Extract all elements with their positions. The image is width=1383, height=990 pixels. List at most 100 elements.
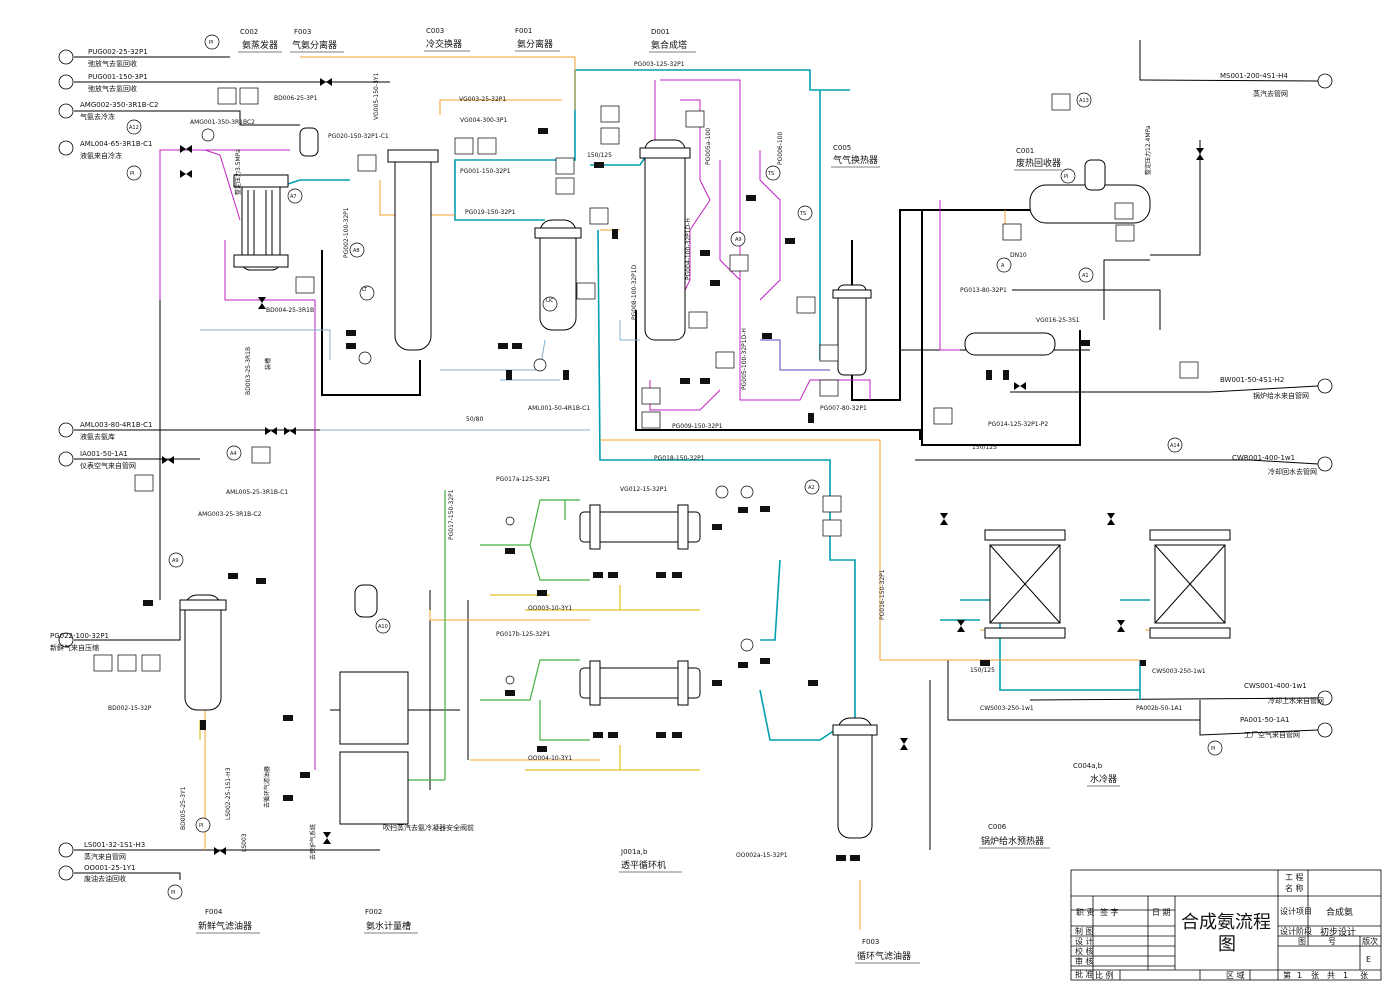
ratio3-label: 150/125 (972, 444, 997, 451)
pg022-desc: 新鲜气来自压缩 (50, 643, 99, 652)
sheet-text-0: 第 (1283, 970, 1291, 980)
sign-header: 签 字 (1100, 907, 1119, 917)
cwr001-desc: 冷却回水去管网 (1268, 467, 1317, 476)
c002-name: 氨蒸发器 (242, 39, 278, 51)
c006-name: 锅炉给水预热器 (981, 835, 1044, 847)
role-3: 审 核 (1075, 956, 1094, 966)
svg-text:TS: TS (767, 171, 774, 177)
note-blow: 吹扫蒸汽去氨冷凝器安全阀前 (383, 823, 474, 832)
design-item-value: 合成氨 (1326, 906, 1353, 918)
pa002b-label: PA002b-50-1A1 (1136, 705, 1182, 712)
pug002-line: PUG002-25-32P1 (88, 48, 148, 56)
svg-text:PI: PI (209, 40, 214, 46)
pg001-label: PG001-150-32P1 (460, 168, 511, 175)
pg013-label: PG013-80-32P1 (960, 287, 1007, 294)
panel-instruments (93, 87, 1199, 672)
amg003-label: AMG003-25-3R1B-C2 (198, 511, 262, 518)
sheet-text-1: 1 (1297, 971, 1302, 980)
note-heat: 去保护气系统 (309, 824, 317, 860)
svg-text:A14: A14 (1170, 443, 1180, 449)
pg019-label: PG019-150-32P1 (465, 209, 516, 216)
design-stage-value: 初步设计 (1320, 926, 1356, 938)
cws001-desc: 冷却上水来自管网 (1268, 696, 1324, 705)
c003-name: 冷交换器 (426, 38, 462, 50)
cwr001-line: CWR001-400-1w1 (1232, 454, 1295, 462)
oo002-label: OO002a-15-32P1 (736, 852, 788, 859)
svg-text:PI: PI (1064, 174, 1069, 180)
c004-name: 水冷器 (1090, 773, 1117, 785)
stream-arrow-icon (58, 49, 74, 65)
pug002-desc: 弛放气去氢回收 (88, 59, 137, 68)
project-label-2: 名 称 (1285, 883, 1304, 893)
svg-text:LT: LT (362, 287, 368, 293)
note-pressure2: 整定压力12.4MPa (1144, 125, 1152, 175)
aml003-line: AML003-80-4R1B-C1 (80, 421, 153, 429)
ls002-label: LS002-25-1S1-H3 (225, 767, 232, 820)
role-4: 批 准 (1075, 969, 1094, 979)
f002-tag: F002 (365, 908, 382, 916)
sheet-text-3: 共 (1327, 971, 1335, 980)
c001-tag: C001 (1016, 147, 1034, 155)
pg022-line: PG022-100-32P1 (50, 632, 109, 640)
pg003-label: PG003-125-32P1 (634, 61, 685, 68)
aml003-desc: 液氨去氨库 (80, 432, 115, 441)
note-pressure: 整定压力3.5MPa (234, 149, 242, 195)
oo004-label: OO004-10-3Y1 (528, 755, 572, 762)
f004-tag: F004 (205, 908, 223, 916)
cws001-line: CWS001-400-1w1 (1244, 682, 1307, 690)
pg017-label: PG017-150-32P1 (448, 489, 455, 540)
bd006-label: BD006-25-3P1 (274, 95, 318, 102)
c005-tag: C005 (833, 144, 851, 152)
sheet-text-2: 张 (1311, 971, 1319, 980)
vg016-label: VG016-25-3S1 (1036, 317, 1080, 324)
aml004-desc: 液氨来自冷冻 (80, 151, 122, 160)
sheet-text-5: 张 (1360, 971, 1368, 980)
svg-text:A9: A9 (172, 558, 179, 564)
oo001-line: OO001-25-1Y1 (84, 864, 136, 872)
c003-tag: C003 (426, 27, 444, 35)
zone-label: 区 域 (1226, 970, 1245, 980)
design-item-label: 设计项目 (1280, 906, 1312, 916)
project-label-1: 工 程 (1285, 873, 1304, 882)
pa001-desc: 工厂空气来自管网 (1244, 730, 1300, 739)
pg006-label: PG006-100 (777, 131, 784, 165)
version-value: E (1366, 955, 1371, 964)
ls003-label: LS003 (241, 833, 248, 852)
f004-name: 新鲜气滤油器 (198, 920, 252, 932)
f003a-name: 气氨分离器 (292, 39, 337, 51)
svg-text:A9: A9 (735, 237, 742, 243)
svg-text:A10: A10 (378, 624, 388, 630)
f001-tag: F001 (515, 27, 532, 35)
svg-text:A7: A7 (290, 194, 297, 200)
svg-text:A12: A12 (129, 125, 139, 131)
f001-name: 氨分离器 (517, 38, 553, 50)
title-block (1070, 869, 1382, 981)
drawing-title-line2: 图 (1218, 934, 1236, 955)
scale-label: 比 例 (1095, 970, 1114, 980)
oo001-desc: 废油去油回收 (84, 874, 126, 883)
note-cool: 去循环气滤油器 (263, 766, 271, 808)
pg008-label: PG008-100-32P1D (631, 264, 638, 320)
pg007-label: PG007-80-32P1 (820, 405, 867, 412)
pg017b-label: PG017b-125-32P1 (496, 631, 551, 638)
bd005-label: BD005-25-3Y1 (180, 786, 187, 830)
d001-name: 氨合成塔 (651, 39, 687, 51)
ratio4-label: 150/125 (970, 667, 995, 674)
pg002-label: PG002-100-32P1 (343, 207, 350, 258)
role-2: 校 核 (1075, 946, 1094, 956)
svg-text:A1: A1 (1082, 273, 1089, 279)
j001-tag: J001a,b (620, 848, 648, 856)
design-stage-label: 设计阶段 (1280, 926, 1312, 936)
f003a-tag: F003 (294, 28, 311, 36)
pg004-label: PG004-100-32P1D-H (685, 218, 692, 280)
f002-name: 氨水计量槽 (366, 920, 411, 932)
ratio2-label: 50/80 (466, 416, 483, 423)
date-header: 日 期 (1152, 908, 1171, 917)
c005-name: 气气换热器 (833, 154, 878, 166)
ia001-desc: 仪表空气来自管网 (80, 461, 136, 470)
amg002-line: AMG002-350-3R1B-C2 (80, 101, 158, 109)
svg-text:PI: PI (130, 171, 135, 177)
ms001-line: MS001-200-4S1-H4 (1220, 72, 1288, 80)
cws003-label: CWS003-250-1w1 (1152, 668, 1206, 675)
vertical-line-labels: VG005-150-3Y1 PG005a-100 PG006-100 PG004… (180, 73, 1152, 860)
